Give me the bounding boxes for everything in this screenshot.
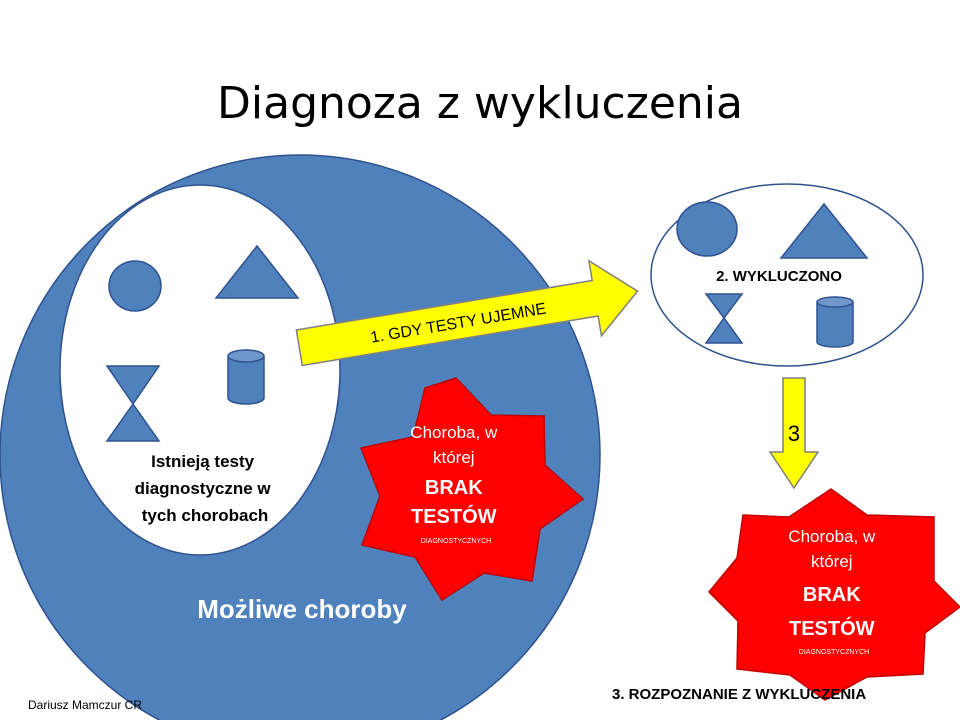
possible-diseases-label: Możliwe choroby	[197, 594, 407, 624]
star-text-small: DIAGNOSTYCZNYCH	[799, 649, 869, 656]
star-text-bold: BRAK	[803, 584, 861, 606]
triangle-icon	[214, 244, 300, 299]
svg-text:Istnieją testy diagnostycz: Istnieją testy diagnostyczne w tych chor…	[135, 452, 276, 525]
star-text-bold: BRAK	[425, 477, 483, 499]
cylinder-icon	[816, 296, 854, 348]
star-text: Choroba, w	[788, 527, 876, 546]
diagnosis-arrow	[768, 377, 820, 490]
hourglass-icon	[704, 293, 744, 344]
circle-icon	[108, 260, 162, 312]
star-text: której	[811, 552, 853, 571]
star-text-bold: TESTÓW	[411, 504, 497, 528]
hourglass-icon	[105, 365, 161, 442]
final-diagnosis-label: 3. ROZPOZNANIE Z WYKLUCZENIA	[612, 686, 867, 703]
svg-text:Choroba, w której BRA: Choroba, w której BRAK TESTÓW DIAGNOSTYC…	[788, 527, 879, 656]
circle-icon	[676, 201, 738, 257]
star-text-small: DIAGNOSTYCZNYCH	[421, 538, 491, 545]
tested-diseases-ellipse	[59, 184, 341, 556]
star-text-bold: TESTÓW	[789, 616, 875, 640]
no-tests-star	[359, 377, 585, 602]
inner-text-line: Istnieją testy	[151, 452, 255, 471]
excluded-label: 2. WYKLUCZONO	[716, 268, 842, 285]
inner-text-line: tych chorobach	[142, 506, 269, 525]
author-credit: Dariusz Mamczur CR	[28, 698, 143, 712]
star-text: Choroba, w	[410, 423, 498, 442]
cylinder-icon	[227, 349, 265, 405]
no-tests-star	[707, 488, 960, 701]
svg-text:Choroba, w której BRA: Choroba, w której BRAK TESTÓW DIAGNOSTYC…	[410, 423, 501, 545]
triangle-icon	[779, 202, 869, 259]
inner-text-line: diagnostyczne w	[135, 479, 272, 498]
slide-title: Diagnoza z wykluczenia	[217, 78, 743, 129]
arrow-step-label: 3	[788, 421, 800, 446]
star-text: której	[433, 448, 475, 467]
